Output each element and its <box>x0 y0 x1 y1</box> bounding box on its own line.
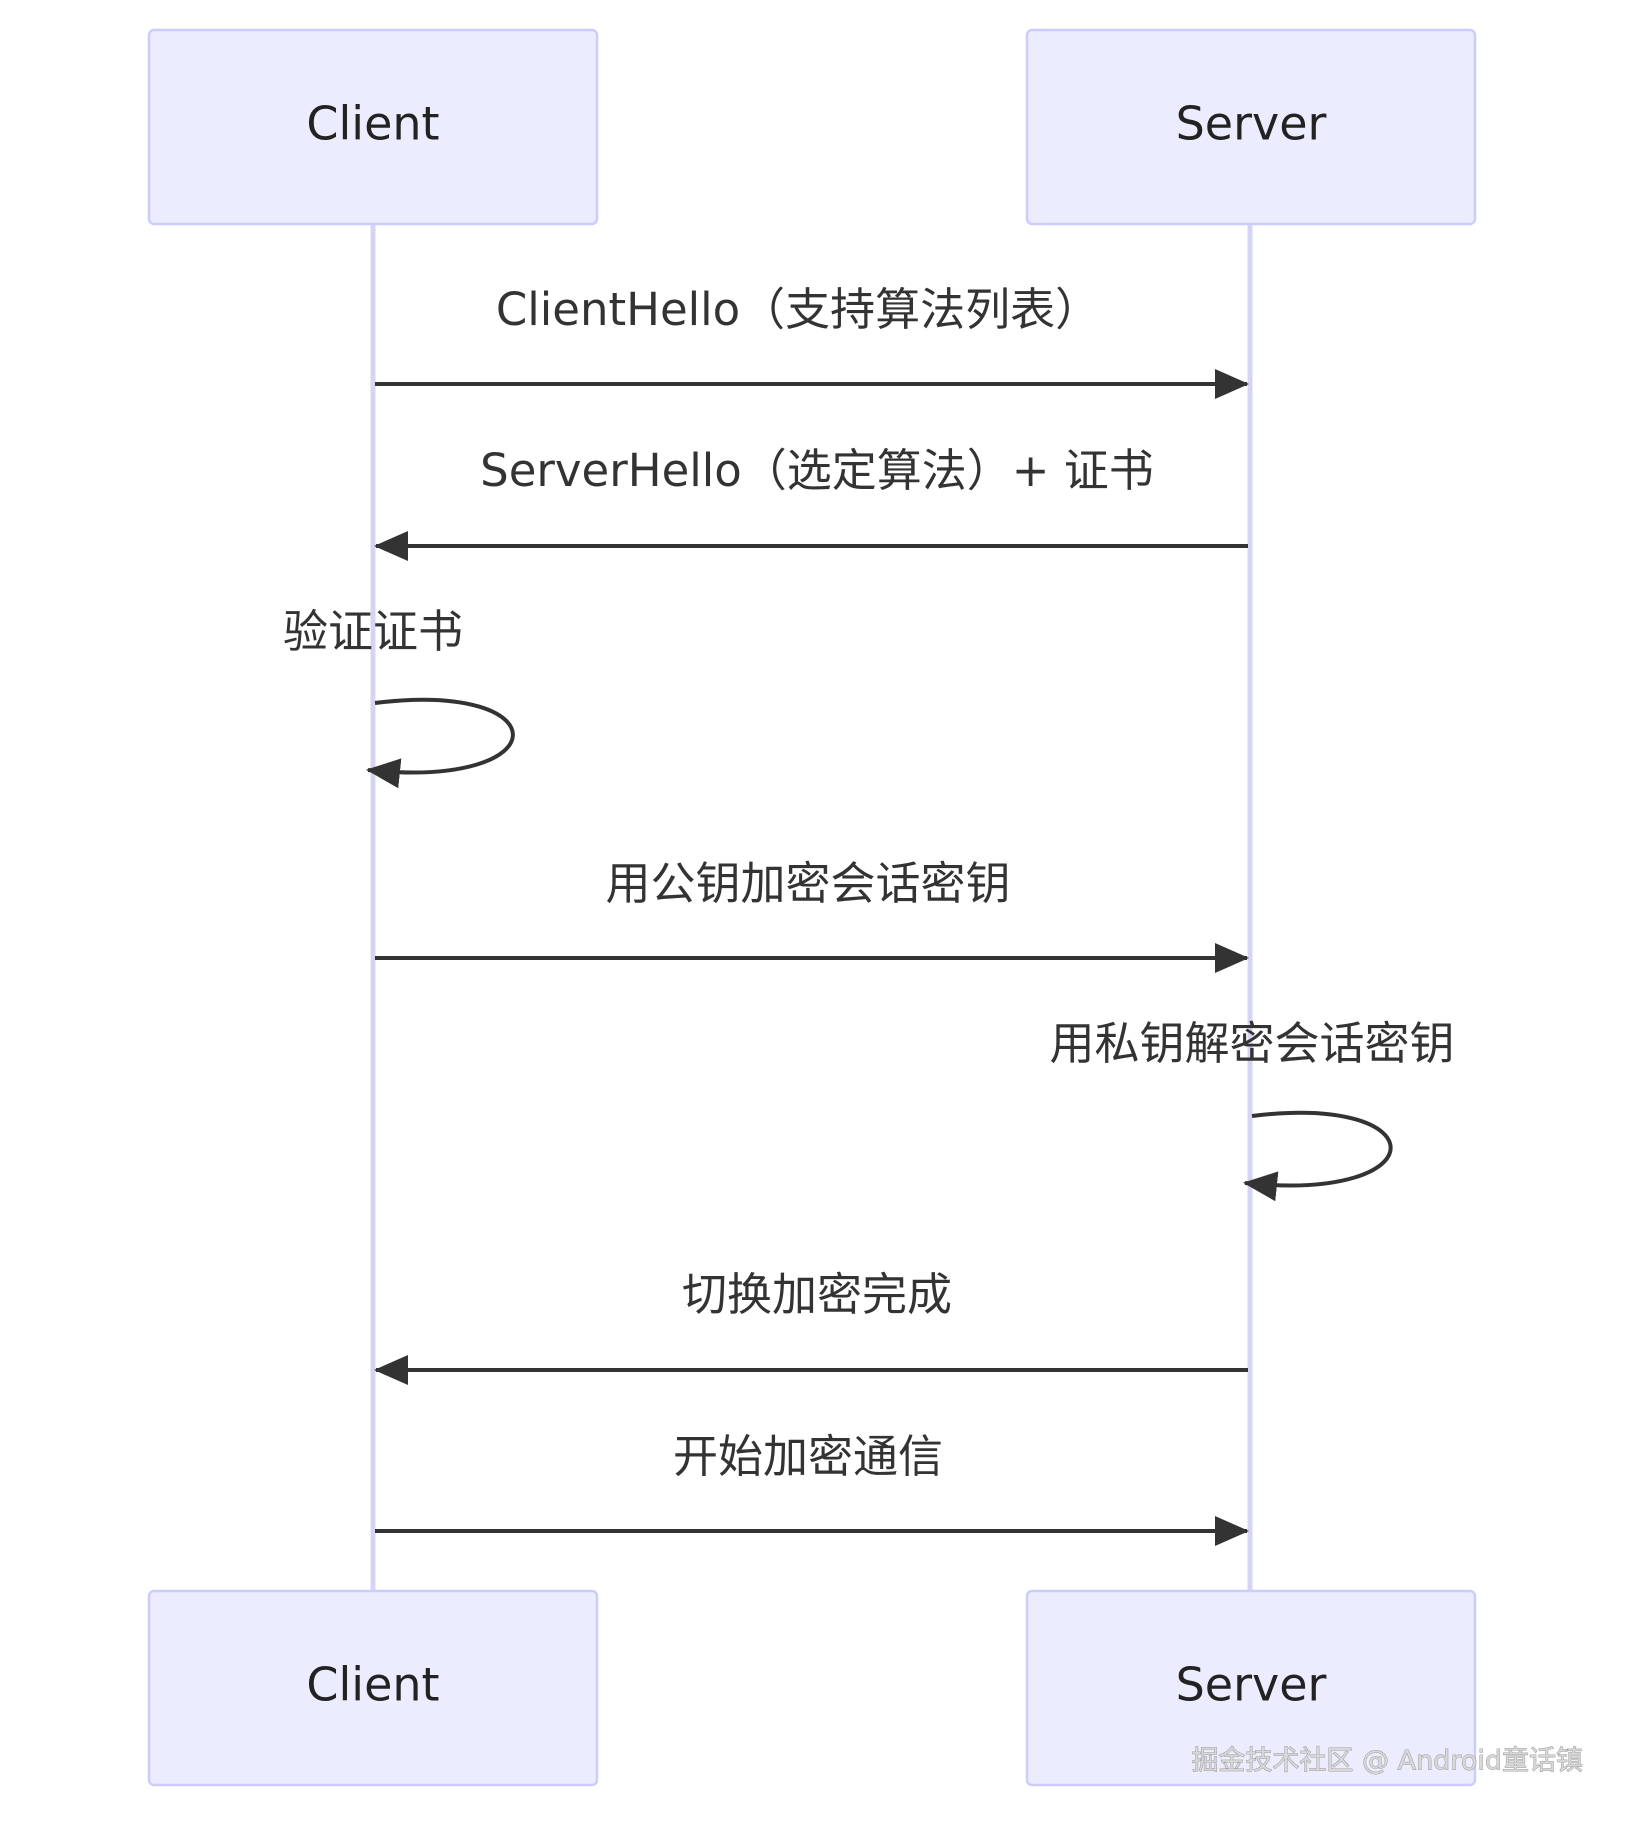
self-loop-arrow <box>366 697 515 789</box>
client-actor-label: Client <box>306 1658 439 1712</box>
message-decrypt-session-key: 用私钥解密会话密钥 <box>1049 1017 1455 1202</box>
message-start-encrypted-communication: 开始加密通信 <box>375 1430 1249 1546</box>
message-label: ServerHello（选定算法）+ 证书 <box>480 444 1154 497</box>
message-label: 开始加密通信 <box>673 1430 943 1483</box>
message-label: ClientHello（支持算法列表） <box>496 283 1100 336</box>
self-loop-arrow <box>1243 1110 1393 1202</box>
server-actor-top: Server <box>1025 28 1477 226</box>
watermark: 掘金技术社区 @ Android童话镇 <box>1191 1746 1583 1777</box>
message-switch-encryption-done: 切换加密完成 <box>374 1268 1248 1385</box>
message-label: 用公钥加密会话密钥 <box>605 857 1010 910</box>
server-actor-label: Server <box>1176 97 1327 151</box>
message-encrypt-session-key: 用公钥加密会话密钥 <box>375 857 1249 973</box>
client-actor-bottom: Client <box>147 1589 599 1787</box>
message-label: 切换加密完成 <box>682 1268 952 1321</box>
message-label: 用私钥解密会话密钥 <box>1049 1017 1454 1070</box>
message-server-hello: ServerHello（选定算法）+ 证书 <box>374 444 1248 561</box>
message-verify-certificate: 验证证书 <box>283 605 515 789</box>
client-actor-label: Client <box>306 97 439 151</box>
client-actor-top: Client <box>147 28 599 226</box>
message-label: 验证证书 <box>283 605 463 658</box>
server-actor-label: Server <box>1176 1658 1327 1712</box>
message-client-hello: ClientHello（支持算法列表） <box>375 283 1249 399</box>
server-actor-bottom: Server <box>1025 1589 1477 1787</box>
